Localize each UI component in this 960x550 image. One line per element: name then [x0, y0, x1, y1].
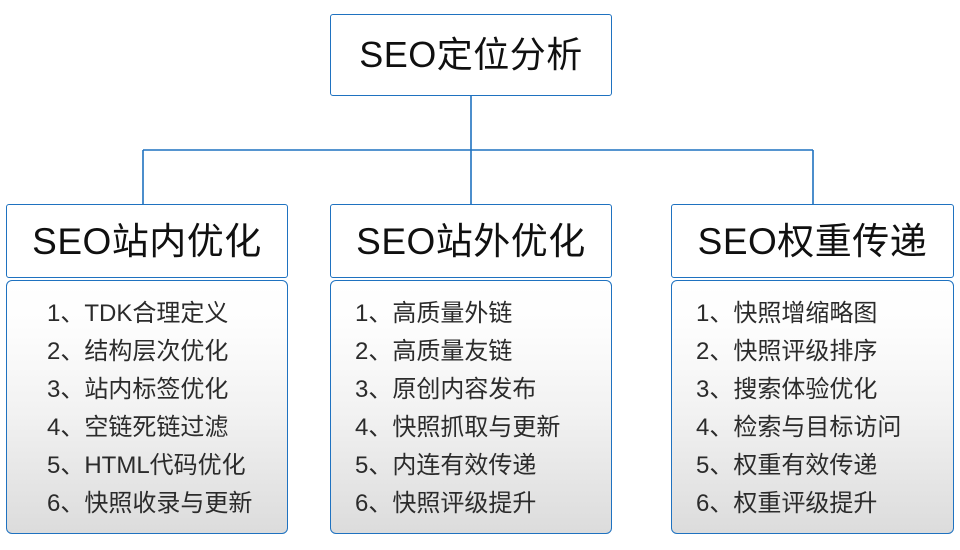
branch-header-3[interactable]: SEO权重传递 — [671, 204, 954, 278]
branch-item-list-1: 1、TDK合理定义 2、结构层次优化 3、站内标签优化 4、空链死链过滤 5、H… — [7, 295, 287, 523]
list-item: 5、内连有效传递 — [355, 452, 537, 479]
list-item: 3、搜索体验优化 — [696, 376, 878, 403]
list-item: 4、检索与目标访问 — [696, 414, 902, 441]
list-item: 2、高质量友链 — [355, 338, 513, 365]
list-item: 1、高质量外链 — [355, 300, 513, 327]
list-item: 6、快照评级提升 — [355, 490, 537, 517]
list-item: 3、原创内容发布 — [355, 376, 537, 403]
list-item: 5、HTML代码优化 — [47, 452, 246, 479]
list-item: 5、权重有效传递 — [696, 452, 878, 479]
branch-column-3: SEO权重传递 1、快照增缩略图 2、快照评级排序 3、搜索体验优化 4、检索与… — [671, 204, 954, 534]
list-item: 6、权重评级提升 — [696, 490, 878, 517]
list-item: 1、TDK合理定义 — [47, 300, 229, 327]
root-node[interactable]: SEO定位分析 — [330, 14, 612, 96]
branch-header-label-2: SEO站外优化 — [356, 220, 586, 262]
list-item: 6、快照收录与更新 — [47, 490, 253, 517]
branch-header-2[interactable]: SEO站外优化 — [330, 204, 612, 278]
branch-body-2: 1、高质量外链 2、高质量友链 3、原创内容发布 4、快照抓取与更新 5、内连有… — [330, 280, 612, 534]
branch-header-label-3: SEO权重传递 — [697, 220, 928, 262]
branch-item-list-3: 1、快照增缩略图 2、快照评级排序 3、搜索体验优化 4、检索与目标访问 5、权… — [672, 295, 953, 523]
list-item: 2、快照评级排序 — [696, 338, 878, 365]
list-item: 3、站内标签优化 — [47, 376, 229, 403]
branch-column-1: SEO站内优化 1、TDK合理定义 2、结构层次优化 3、站内标签优化 4、空链… — [6, 204, 288, 534]
list-item: 2、结构层次优化 — [47, 338, 229, 365]
branch-header-1[interactable]: SEO站内优化 — [6, 204, 288, 278]
list-item: 4、空链死链过滤 — [47, 414, 229, 441]
list-item: 4、快照抓取与更新 — [355, 414, 561, 441]
branch-body-3: 1、快照增缩略图 2、快照评级排序 3、搜索体验优化 4、检索与目标访问 5、权… — [671, 280, 954, 534]
branch-item-list-2: 1、高质量外链 2、高质量友链 3、原创内容发布 4、快照抓取与更新 5、内连有… — [331, 295, 611, 523]
branch-column-2: SEO站外优化 1、高质量外链 2、高质量友链 3、原创内容发布 4、快照抓取与… — [330, 204, 612, 534]
root-node-label: SEO定位分析 — [359, 34, 583, 75]
branch-body-1: 1、TDK合理定义 2、结构层次优化 3、站内标签优化 4、空链死链过滤 5、H… — [6, 280, 288, 534]
branch-header-label-1: SEO站内优化 — [32, 220, 262, 262]
list-item: 1、快照增缩略图 — [696, 300, 878, 327]
